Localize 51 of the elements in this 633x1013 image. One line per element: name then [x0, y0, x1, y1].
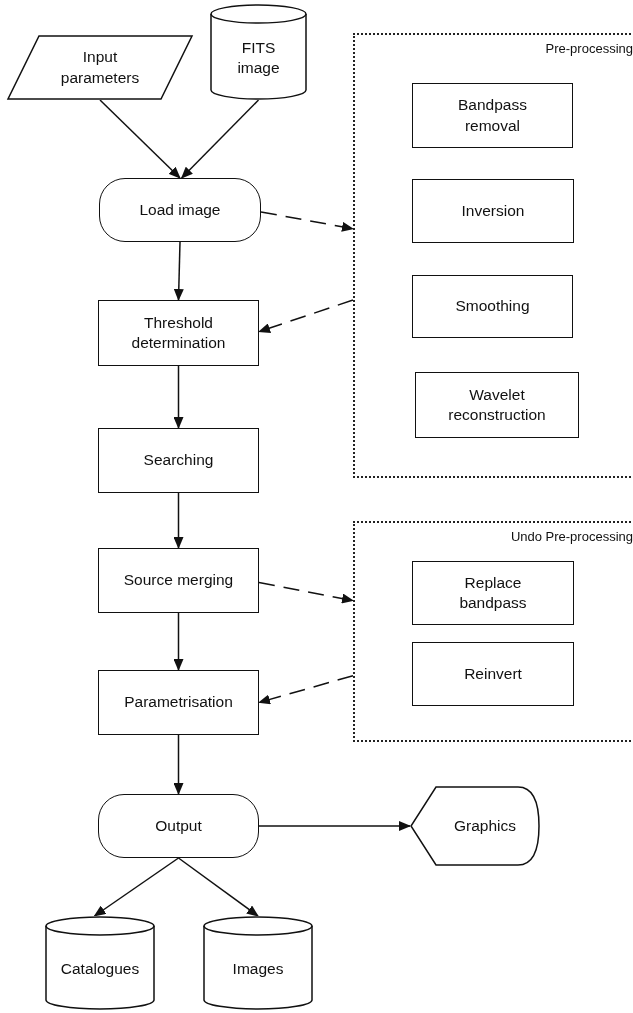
node-label: Catalogues — [60, 958, 140, 979]
terminal-shape — [98, 794, 259, 858]
node-label: Graphics — [454, 815, 516, 836]
arrow — [258, 821, 411, 831]
node-label: Inversion — [461, 200, 525, 221]
dashed-arrow — [260, 211, 354, 232]
arrow — [173, 612, 184, 671]
dashed-arrow — [258, 674, 354, 705]
dotted-group-frame — [353, 521, 633, 742]
dotted-group-frame — [353, 33, 633, 478]
process-box — [412, 642, 574, 706]
process-box — [412, 561, 574, 625]
arrow — [173, 492, 184, 549]
database-cylinder — [203, 916, 313, 1010]
group-heading: Pre-processing — [545, 41, 633, 58]
node-label: Threshold determination — [130, 312, 227, 353]
node-label: Replace bandpass — [458, 572, 528, 613]
node-label: Wavelet reconstruction — [447, 384, 547, 425]
node-label: Bandpass removal — [457, 95, 528, 136]
node-label: Input parameters — [59, 47, 141, 88]
process-box — [412, 275, 573, 338]
database-cylinder — [210, 4, 307, 100]
display-shape — [410, 786, 540, 866]
process-box — [98, 300, 259, 366]
group-heading: Undo Pre-processing — [510, 529, 633, 546]
arrow — [173, 241, 184, 301]
node-label: Load image — [139, 199, 221, 220]
node-label: FITS image — [236, 37, 281, 78]
terminal-shape — [99, 178, 261, 242]
arrow — [180, 99, 260, 179]
node-label: Reinvert — [464, 663, 522, 684]
process-box — [412, 179, 574, 243]
dashed-arrow — [258, 299, 354, 333]
node-label: Smoothing — [455, 296, 530, 317]
arrow — [173, 734, 184, 795]
node-label: Searching — [143, 450, 214, 471]
process-box — [98, 548, 259, 613]
process-box — [415, 372, 579, 438]
arrow — [99, 99, 181, 179]
database-cylinder — [45, 916, 155, 1010]
process-box — [98, 428, 259, 493]
process-box — [412, 83, 573, 148]
dashed-arrow — [258, 581, 354, 604]
arrow — [177, 857, 259, 917]
process-box — [98, 670, 259, 735]
arrow — [173, 365, 184, 429]
arrow — [93, 857, 180, 917]
node-label: Images — [232, 958, 284, 979]
node-label: Output — [155, 815, 202, 836]
node-label: Parametrisation — [124, 692, 233, 713]
node-label: Source merging — [123, 570, 234, 591]
